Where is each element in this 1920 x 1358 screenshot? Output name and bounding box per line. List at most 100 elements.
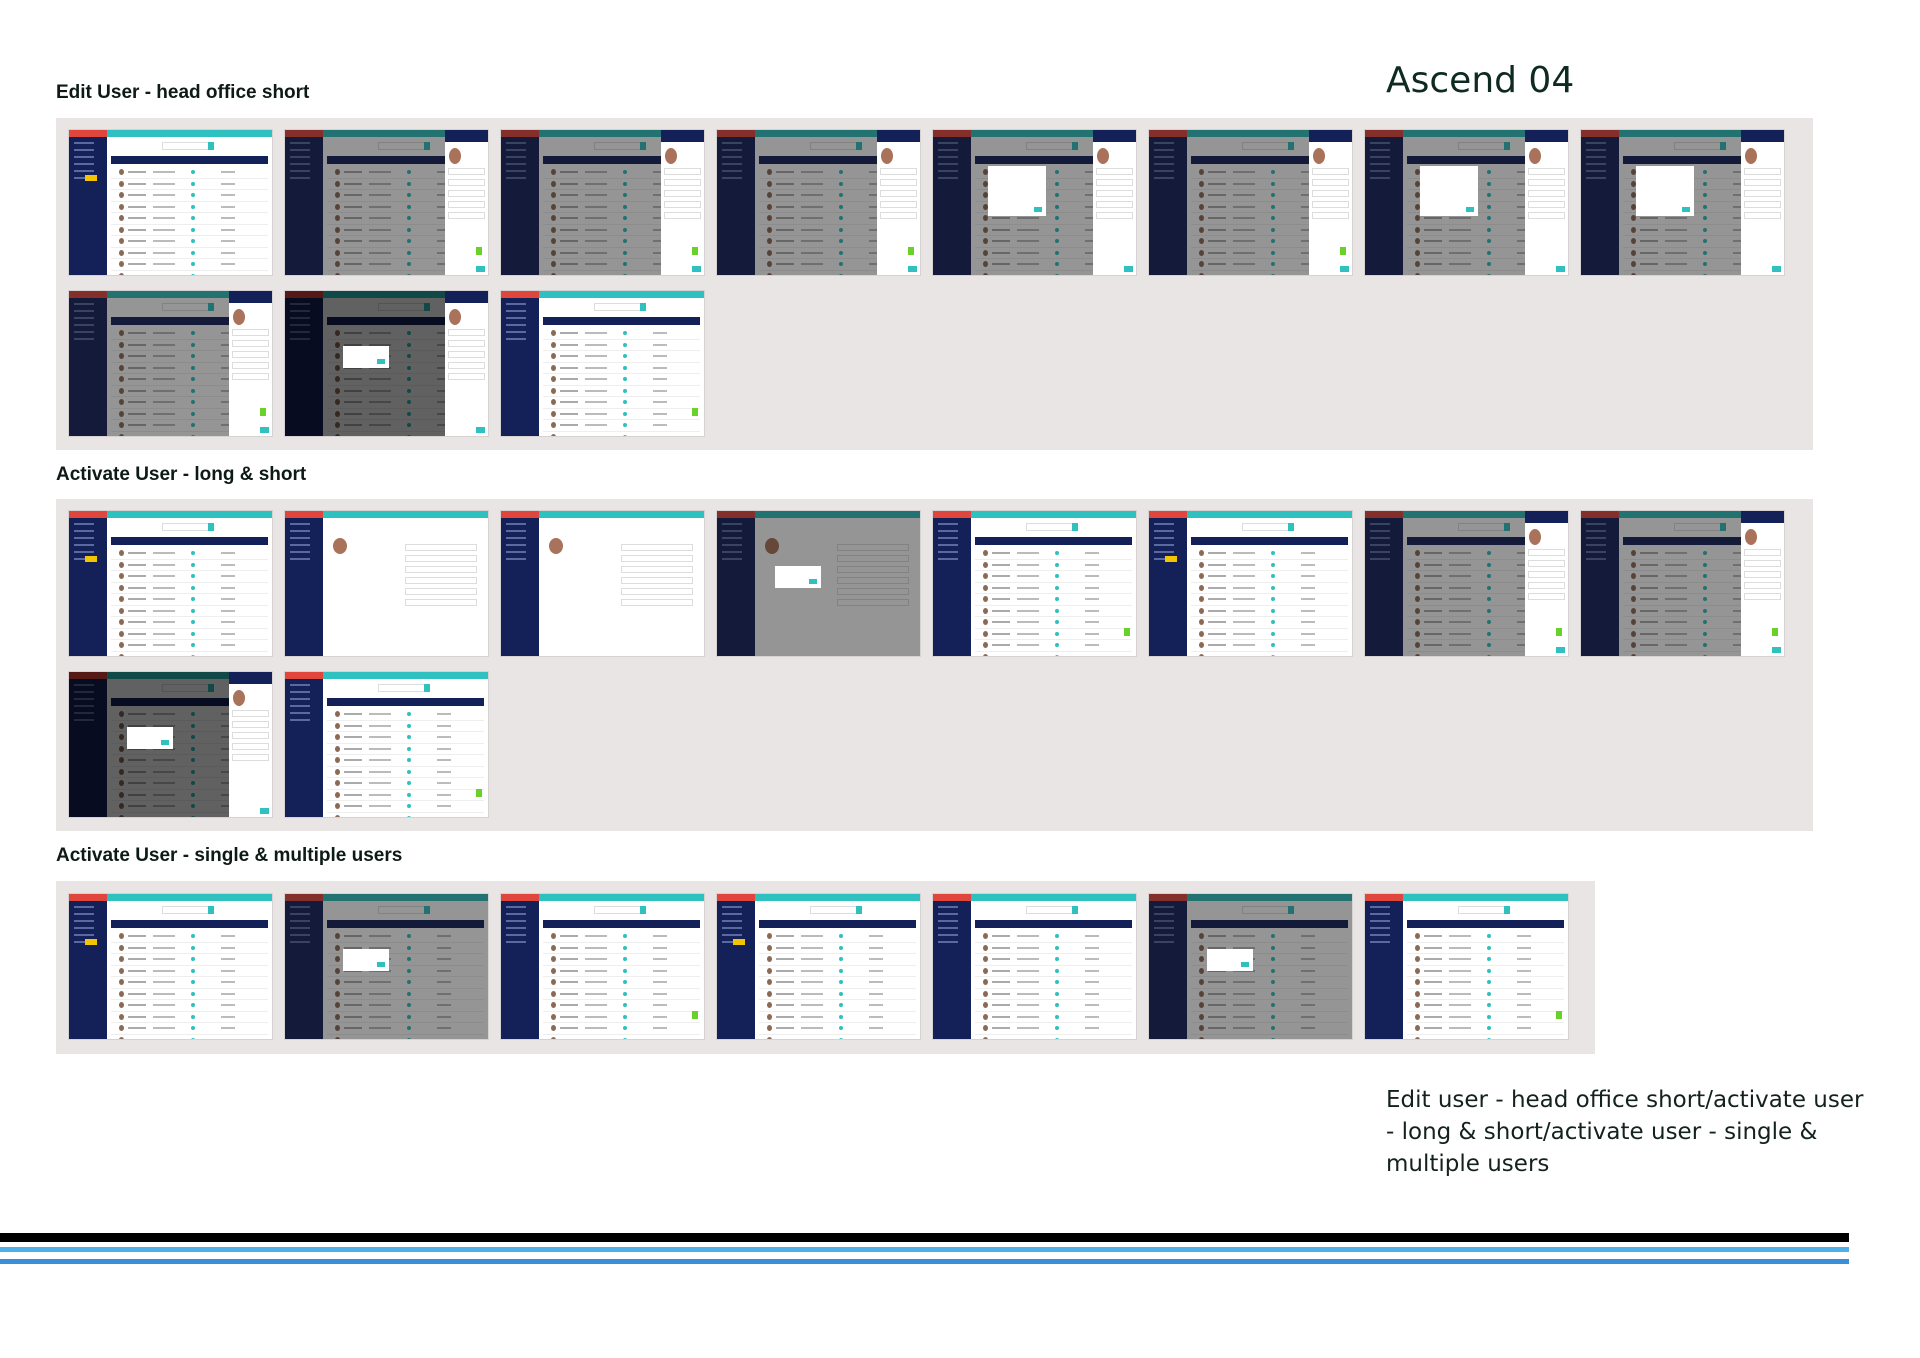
mini-table-row	[759, 1035, 916, 1039]
mini-sidebar	[1149, 518, 1187, 656]
mini-top-bar	[717, 511, 920, 518]
mini-filter-bar	[327, 156, 484, 164]
mini-table-row	[327, 943, 484, 954]
mini-table-row	[543, 179, 700, 190]
mini-table-row	[327, 236, 484, 248]
screen-thumbnail[interactable]	[285, 291, 488, 436]
mini-table-row	[111, 1012, 268, 1023]
screen-thumbnail[interactable]	[69, 894, 272, 1039]
mini-table-row	[1623, 236, 1780, 248]
screen-thumbnail[interactable]	[501, 511, 704, 656]
thumbnail-panel-edit-user	[56, 118, 1813, 450]
screen-thumbnail[interactable]	[1149, 894, 1352, 1039]
mini-top-bar	[501, 894, 704, 901]
mini-table-row	[543, 190, 700, 202]
screen-thumbnail[interactable]	[69, 130, 272, 275]
mini-table-row	[1191, 943, 1348, 954]
mini-table-row	[1407, 652, 1564, 656]
screen-thumbnail[interactable]	[501, 291, 704, 436]
mini-table-row	[975, 548, 1132, 560]
mini-click-marker	[1124, 628, 1130, 636]
mini-table-row	[1623, 259, 1780, 271]
mini-table-row	[1191, 190, 1348, 202]
screen-thumbnail[interactable]	[933, 130, 1136, 275]
mini-table-row	[543, 1012, 700, 1023]
mini-filter-bar	[1407, 156, 1564, 164]
mini-table-row	[1407, 954, 1564, 966]
mini-table-row	[1191, 248, 1348, 259]
mini-table-row	[543, 351, 700, 363]
screen-thumbnail[interactable]	[69, 511, 272, 656]
mini-table-row	[975, 271, 1132, 275]
mini-table-row	[543, 931, 700, 943]
screen-thumbnail[interactable]	[1365, 894, 1568, 1039]
mini-modal-dialog	[1636, 166, 1694, 216]
mini-table-row	[111, 617, 268, 629]
screen-thumbnail[interactable]	[717, 511, 920, 656]
mini-sidebar	[69, 298, 107, 436]
mini-sidebar	[501, 901, 539, 1039]
screen-thumbnail[interactable]	[1365, 130, 1568, 275]
section-title-activate-long-short: Activate User - long & short	[56, 464, 307, 485]
screen-thumbnail[interactable]	[501, 130, 704, 275]
screen-thumbnail[interactable]	[285, 130, 488, 275]
mini-sidebar	[501, 137, 539, 275]
mini-table-row	[975, 225, 1132, 236]
screen-thumbnail[interactable]	[1581, 130, 1784, 275]
mini-table-row	[543, 397, 700, 409]
screen-thumbnail[interactable]	[717, 130, 920, 275]
screen-thumbnail[interactable]	[717, 894, 920, 1039]
mini-search	[1458, 142, 1510, 150]
mini-sidebar	[285, 137, 323, 275]
screen-thumbnail[interactable]	[285, 894, 488, 1039]
mini-table-row	[759, 225, 916, 236]
mini-table-row	[975, 1012, 1132, 1023]
screen-thumbnail[interactable]	[1581, 511, 1784, 656]
mini-search	[1674, 523, 1726, 531]
mini-table-row	[111, 409, 268, 420]
screen-thumbnail[interactable]	[501, 894, 704, 1039]
mini-table-row	[1191, 202, 1348, 213]
screen-thumbnail[interactable]	[69, 672, 272, 817]
screen-thumbnail[interactable]	[1149, 511, 1352, 656]
mini-table-row	[1407, 548, 1564, 560]
mini-filter-bar	[1407, 920, 1564, 928]
mini-tooltip-highlight	[85, 175, 97, 181]
mini-sidebar	[717, 518, 755, 656]
mini-sidebar	[1365, 901, 1403, 1039]
screen-thumbnail[interactable]	[285, 511, 488, 656]
screen-thumbnail[interactable]	[1149, 130, 1352, 275]
mini-table-row	[111, 179, 268, 190]
screen-thumbnail[interactable]	[933, 511, 1136, 656]
mini-top-bar	[1365, 511, 1568, 518]
mini-click-marker	[1556, 1011, 1562, 1019]
mini-avatar	[333, 538, 347, 554]
mini-tooltip-highlight	[85, 939, 97, 945]
mini-table-row	[543, 202, 700, 213]
mini-search	[1458, 906, 1510, 914]
mini-filter-bar	[759, 920, 916, 928]
screen-thumbnail[interactable]	[933, 894, 1136, 1039]
screen-thumbnail[interactable]	[1365, 511, 1568, 656]
mini-table-row	[543, 954, 700, 966]
mini-table-row	[1623, 629, 1780, 640]
mini-search	[162, 523, 214, 531]
mini-sidebar	[69, 901, 107, 1039]
screen-thumbnail[interactable]	[69, 291, 272, 436]
mini-table-row	[543, 328, 700, 340]
mini-form	[405, 540, 477, 606]
mini-top-bar	[285, 511, 488, 518]
mini-filter-bar	[543, 156, 700, 164]
mini-table-row	[759, 236, 916, 248]
mini-table-row	[543, 340, 700, 351]
mini-table-row	[1407, 617, 1564, 629]
mini-table-row	[1407, 989, 1564, 1000]
mini-table-row	[1407, 571, 1564, 583]
mini-modal-dialog	[343, 346, 389, 368]
mini-click-marker	[1772, 628, 1778, 636]
mini-table-row	[1191, 236, 1348, 248]
screen-thumbnail[interactable]	[285, 672, 488, 817]
mini-table-row	[327, 709, 484, 721]
mini-sidebar	[501, 518, 539, 656]
mini-table-row	[1191, 606, 1348, 617]
